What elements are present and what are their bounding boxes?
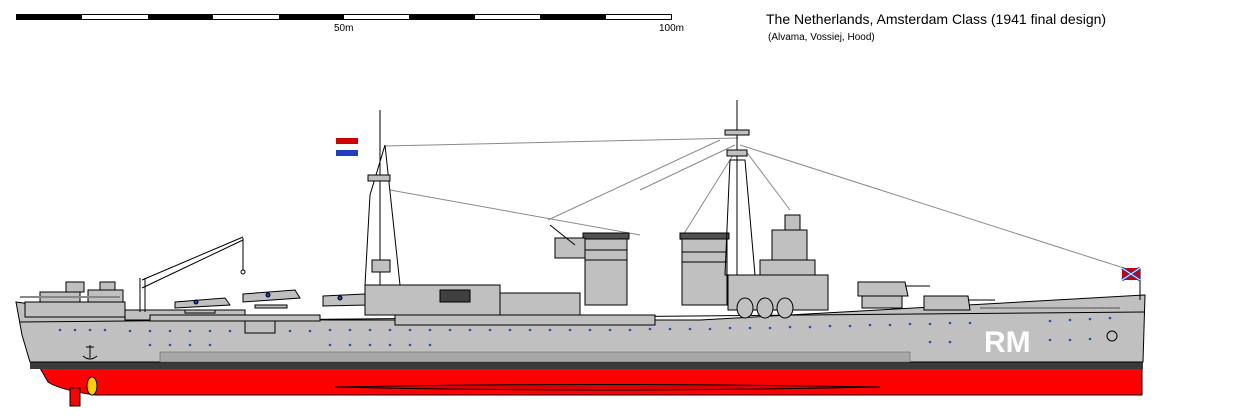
catapult: [149, 314, 321, 334]
deck-railing: [20, 296, 1120, 309]
drawing-credits: (Alvama, Vossiej, Hood): [768, 32, 875, 43]
drawing-title: The Netherlands, Amsterdam Class (1941 f…: [766, 11, 1107, 27]
turret-a: [923, 295, 995, 311]
waterline-band: [30, 362, 1143, 369]
turret-b: [857, 281, 930, 309]
portholes: [58, 316, 1112, 347]
rudder: [69, 387, 81, 407]
bow-crest: [1106, 330, 1118, 342]
stern-anchor: [82, 345, 98, 360]
ship-profile-drawing: RM: [0, 90, 1237, 418]
ensign-flag-foremast: [336, 138, 358, 156]
rigging-wires: [384, 137, 1131, 271]
twin-boat-davits: [736, 297, 794, 319]
foremast: [364, 110, 401, 286]
scale-label-100m: 100m: [659, 23, 685, 34]
midship-superstructure: [364, 284, 656, 326]
funnel-forward: [679, 232, 730, 306]
floatplane-aft: [174, 297, 231, 314]
propeller: [86, 376, 98, 396]
bilge-keel: [334, 384, 881, 391]
armour-belt: [159, 351, 911, 363]
scale-bar: [16, 14, 672, 20]
bridge-structure: [727, 214, 829, 311]
searchlight-platform: [554, 237, 586, 259]
aircraft-crane: [139, 236, 246, 312]
lower-hull-red: [39, 367, 1143, 396]
floatplane-midship: [322, 293, 369, 307]
scale-bar-group: 50m 100m: [16, 14, 684, 46]
mainmast: [724, 100, 756, 276]
hull-marking: RM: [984, 326, 1031, 359]
jack-flag-bow: [1121, 266, 1141, 282]
funnel-aft: [582, 232, 630, 306]
floatplane-catapult: [242, 289, 301, 309]
scale-label-50m: 50m: [334, 23, 354, 34]
